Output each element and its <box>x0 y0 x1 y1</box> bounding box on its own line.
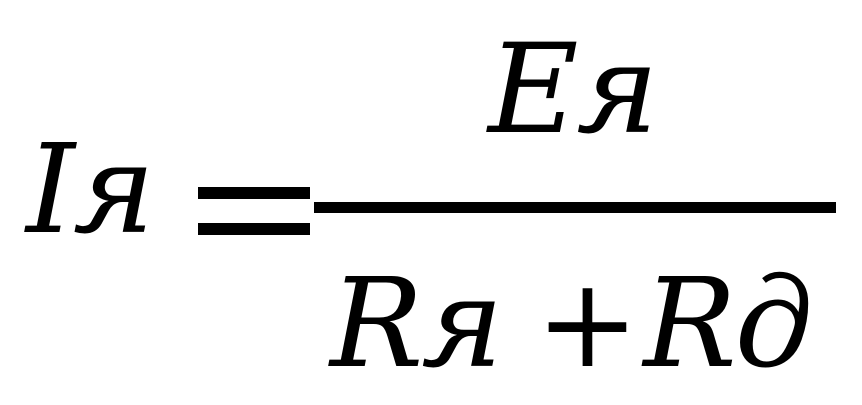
formula-lhs: Iя <box>26 118 155 262</box>
equals-top-bar <box>198 187 310 199</box>
denominator-left-term: Rя <box>330 252 503 396</box>
denominator-right-term: Rд <box>643 252 813 396</box>
equals-sign <box>198 187 310 245</box>
fraction-denominator: Rя+Rд <box>330 252 813 396</box>
equals-bottom-bar <box>198 223 310 235</box>
plus-sign: + <box>535 252 639 396</box>
fraction-bar <box>314 202 836 213</box>
fraction-numerator: Eя <box>488 18 659 162</box>
